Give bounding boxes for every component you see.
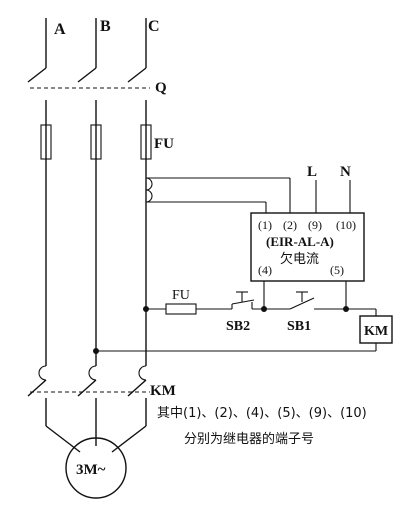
junction-dot [261, 306, 267, 312]
note-line-2: 分别为继电器的端子号 [184, 431, 314, 447]
stop-button-label: SB2 [226, 319, 250, 334]
contactor-main-contacts [27, 365, 147, 406]
switch-q-label: Q [155, 80, 167, 96]
phase-label-b: B [100, 18, 111, 35]
contactor-coil [359, 315, 393, 344]
control-fuse-label: FU [172, 288, 190, 303]
fuse-fu [40, 124, 152, 160]
relay-terminal-1: (1) [258, 218, 272, 232]
relay-terminal-5: (5) [330, 263, 344, 277]
start-button-sb1 [289, 291, 315, 310]
motor-circle [65, 437, 127, 499]
contactor-label: KM [150, 383, 176, 399]
contactor-coil-label: KM [364, 324, 388, 339]
relay-terminal-9: (9) [308, 218, 322, 232]
relay-box [250, 212, 365, 282]
stop-button-sb2 [231, 291, 255, 309]
phase-c-line [111, 18, 147, 453]
junction-dot [343, 306, 349, 312]
phase-b-line [77, 18, 97, 446]
relay-model: (EIR-AL-A) [266, 234, 334, 249]
relay-terminal-10: (10) [336, 218, 356, 232]
start-button-label: SB1 [287, 319, 311, 334]
phase-a-line [27, 18, 81, 453]
junction-dot [143, 306, 149, 312]
neutral-label: N [340, 164, 351, 180]
junction-dot [93, 348, 99, 354]
live-label: L [307, 164, 317, 180]
phase-label-a: A [54, 21, 66, 38]
current-transformer-coil [145, 177, 291, 213]
relay-name: 欠电流 [280, 251, 319, 267]
note-line-1: 其中(1)、(2)、(4)、(5)、(9)、(10) [157, 406, 367, 421]
relay-terminal-2: (2) [283, 218, 297, 232]
motor-label: 3M~ [76, 462, 106, 478]
phase-label-c: C [148, 18, 160, 35]
fuse-fu-label: FU [154, 136, 174, 152]
relay-terminal-4: (4) [258, 263, 272, 277]
